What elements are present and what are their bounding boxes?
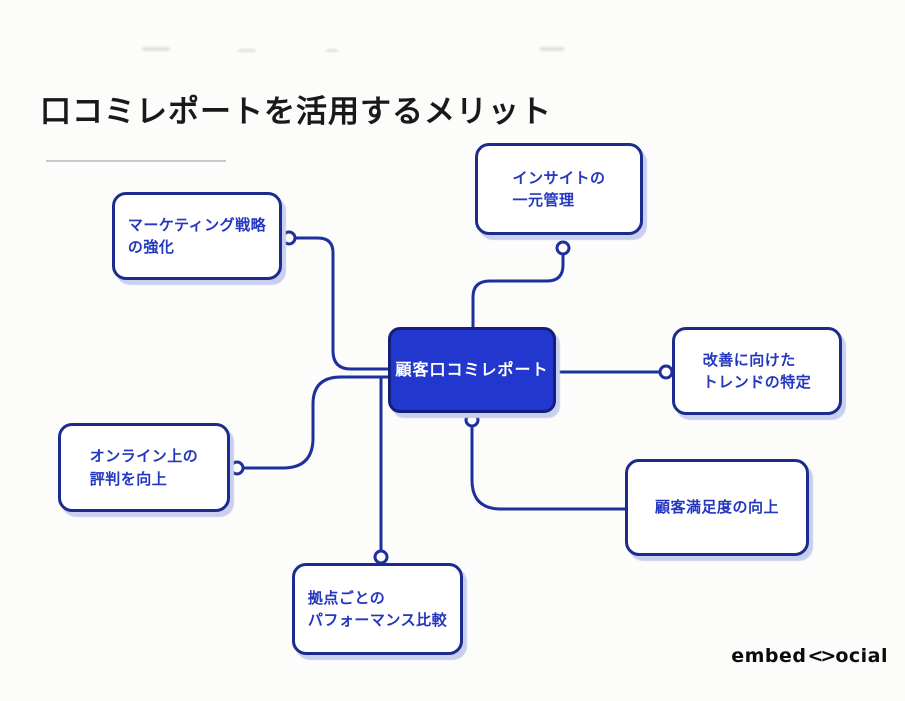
embedsocial-logo: embed <> ocial — [731, 645, 888, 667]
node-insight-management-label: インサイトの 一元管理 — [512, 168, 606, 210]
port-locations — [373, 549, 389, 565]
node-marketing-strategy-label: マーケティング戦略 の強化 — [127, 215, 267, 257]
node-insight-management: インサイトの 一元管理 — [475, 143, 643, 235]
embedsocial-logo-code-icon: <> — [807, 645, 836, 667]
port-trend — [658, 364, 674, 380]
node-marketing-strategy: マーケティング戦略 の強化 — [112, 192, 282, 280]
connector-marketing-to-center — [294, 236, 393, 371]
embedsocial-logo-prefix: embed — [731, 645, 807, 667]
node-trend-identification-label: 改善に向けた トレンドの特定 — [702, 350, 812, 392]
node-customer-satisfaction-label: 顧客満足度の向上 — [654, 498, 779, 517]
connector-reputation-to-center — [241, 375, 393, 470]
connector-center-to-satisfaction — [470, 424, 628, 511]
embedsocial-logo-suffix: ocial — [835, 645, 888, 667]
port-reputation — [229, 460, 245, 476]
node-location-performance-label: 拠点ごとの パフォーマンス比較 — [307, 588, 448, 630]
node-trend-identification: 改善に向けた トレンドの特定 — [672, 327, 842, 415]
node-center-review-report: 顧客口コミレポート — [388, 327, 556, 413]
port-insight — [555, 240, 571, 256]
node-online-reputation-label: オンライン上の 評判を向上 — [89, 447, 199, 488]
port-marketing — [281, 230, 297, 246]
connector-insight-to-center — [471, 251, 565, 332]
node-customer-satisfaction: 顧客満足度の向上 — [625, 459, 809, 556]
node-online-reputation: オンライン上の 評判を向上 — [58, 423, 230, 512]
node-center-review-report-label: 顧客口コミレポート — [395, 360, 549, 379]
page-title: 口コミレポートを活用するメリット — [40, 94, 552, 130]
node-location-performance: 拠点ごとの パフォーマンス比較 — [292, 563, 463, 655]
port-center-bottom — [464, 412, 480, 428]
